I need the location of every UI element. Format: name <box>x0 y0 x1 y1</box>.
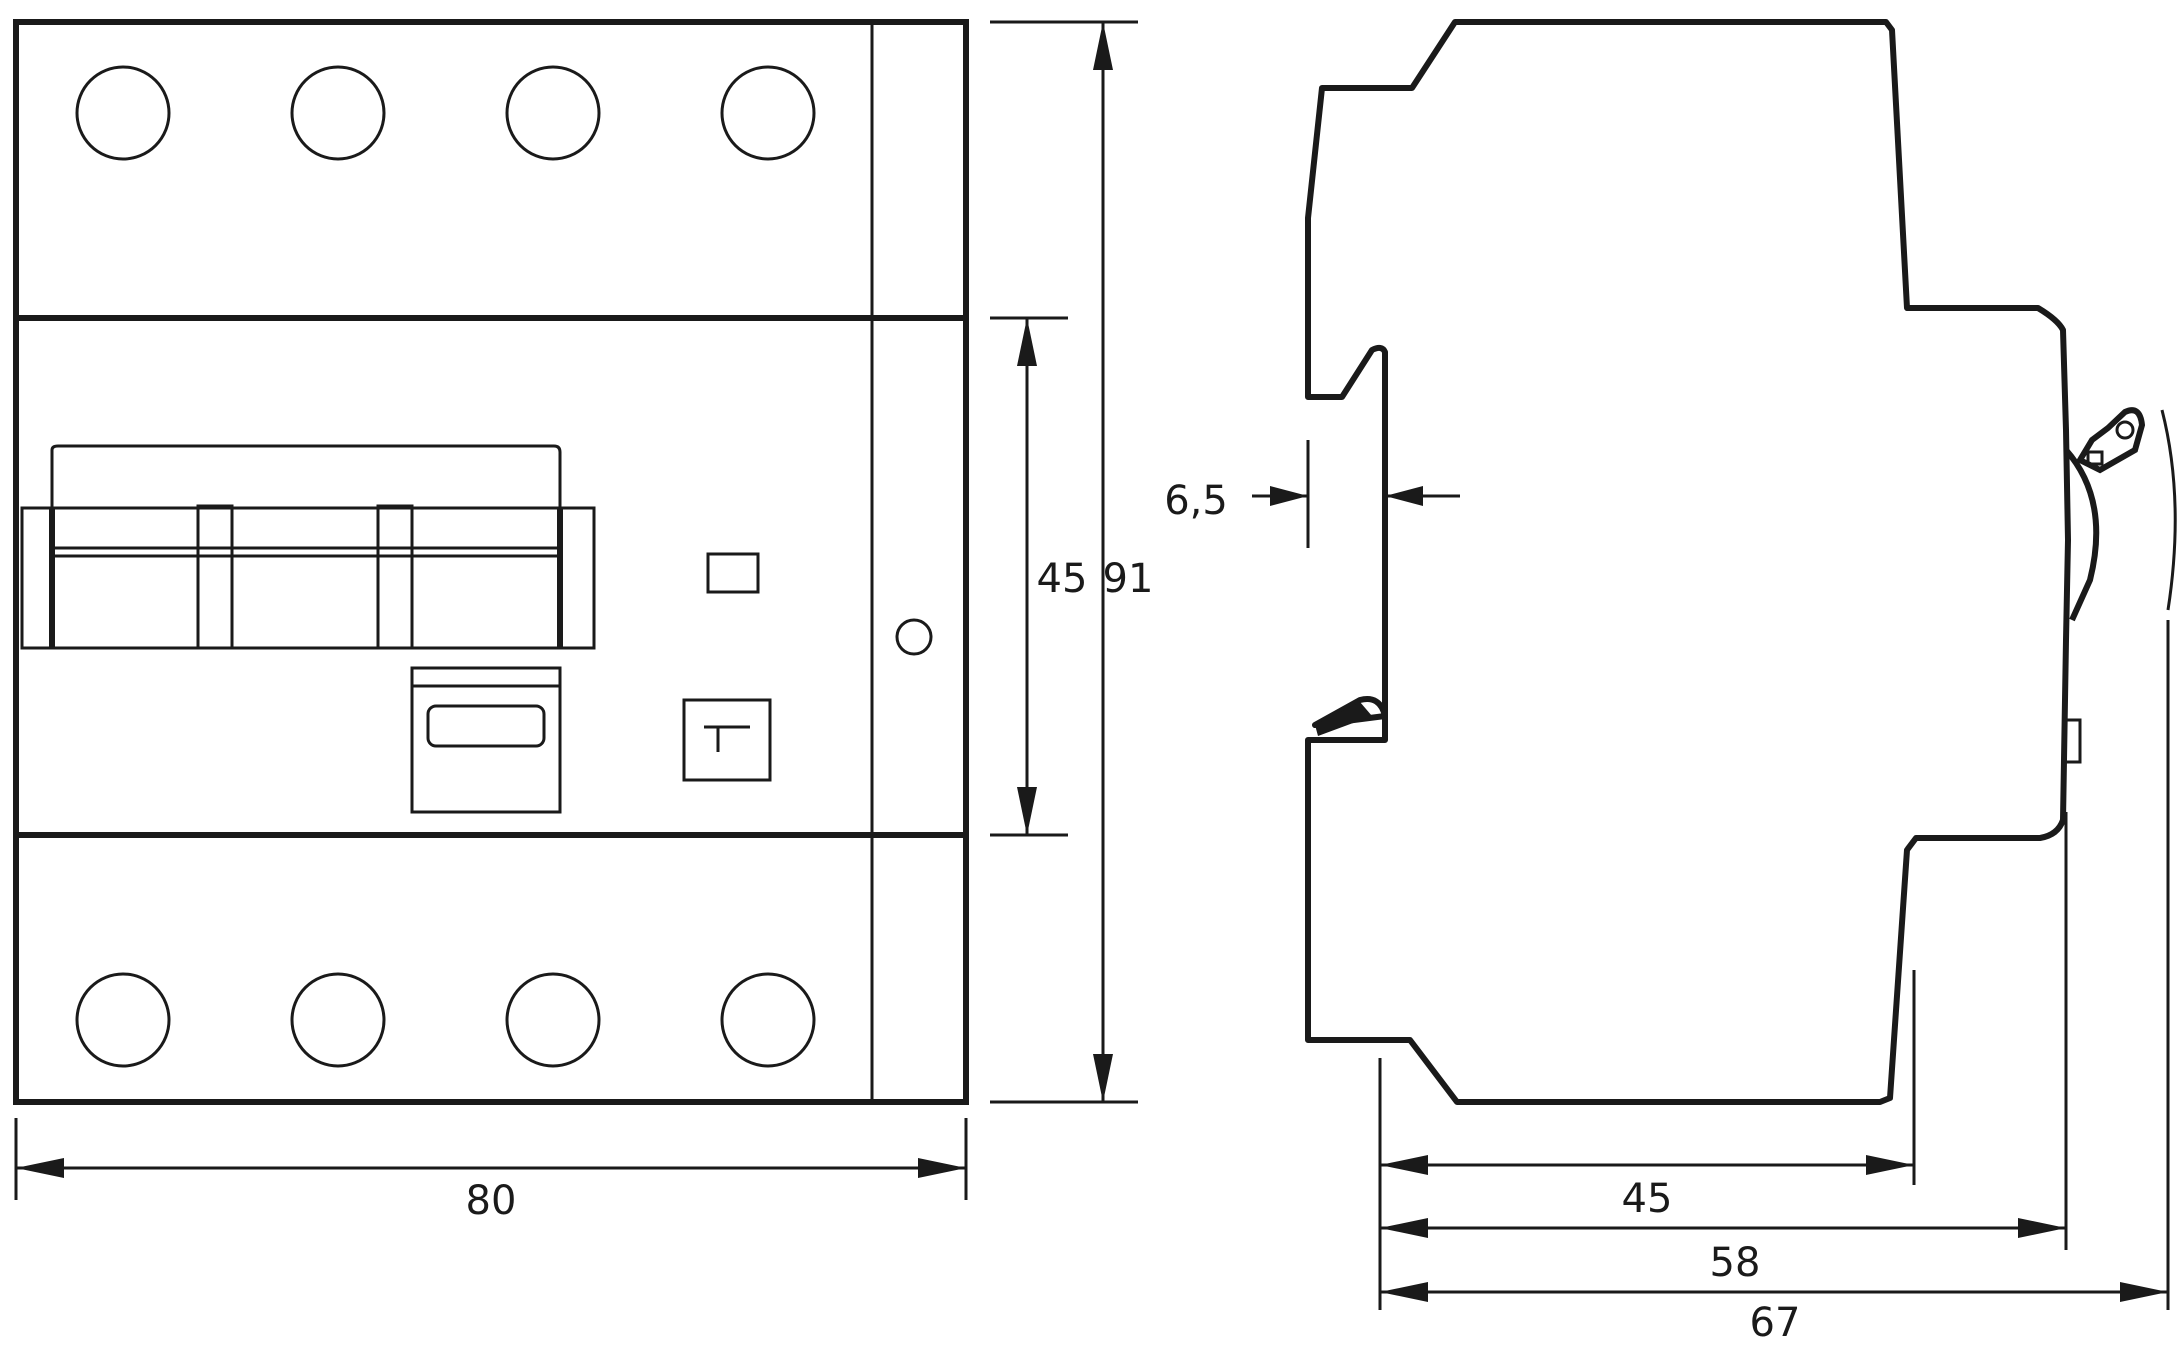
terminal-screw <box>75 972 171 1068</box>
test-button-T-icon <box>682 698 772 782</box>
side-view <box>1305 19 2177 1105</box>
status-window-icon <box>706 552 760 594</box>
dim-depth-1: 45 <box>1622 1176 1673 1222</box>
switch-lever <box>20 444 596 650</box>
terminal-screw <box>720 65 816 161</box>
front-dimensions: 80 91 45 <box>14 20 1154 1224</box>
terminal-screw <box>720 972 816 1068</box>
dim-depth-2: 58 <box>1710 1240 1761 1286</box>
terminal-screw <box>505 972 601 1068</box>
dim-width-front: 80 <box>466 1178 517 1224</box>
top-terminals <box>75 65 816 161</box>
side-outline <box>1305 19 2071 1105</box>
dim-height-total: 91 <box>1103 556 1154 602</box>
terminal-screw <box>505 65 601 161</box>
label-holder <box>410 666 562 814</box>
dim-height-inner: 45 <box>1037 556 1088 602</box>
terminal-screw <box>290 972 386 1068</box>
side-lever <box>2063 407 2146 622</box>
side-dimensions: 6,5 45 58 67 <box>1164 440 2170 1346</box>
terminal-screw <box>290 65 386 161</box>
side-test-button <box>2062 718 2082 764</box>
bottom-terminals <box>75 972 816 1068</box>
terminal-screw <box>75 65 171 161</box>
dim-rail-offset: 6,5 <box>1164 478 1228 524</box>
side-indicator <box>895 618 933 656</box>
lever-swing-arc <box>2160 409 2177 611</box>
front-view <box>13 19 969 1105</box>
dim-depth-3: 67 <box>1750 1300 1801 1346</box>
front-outline <box>13 19 969 1105</box>
